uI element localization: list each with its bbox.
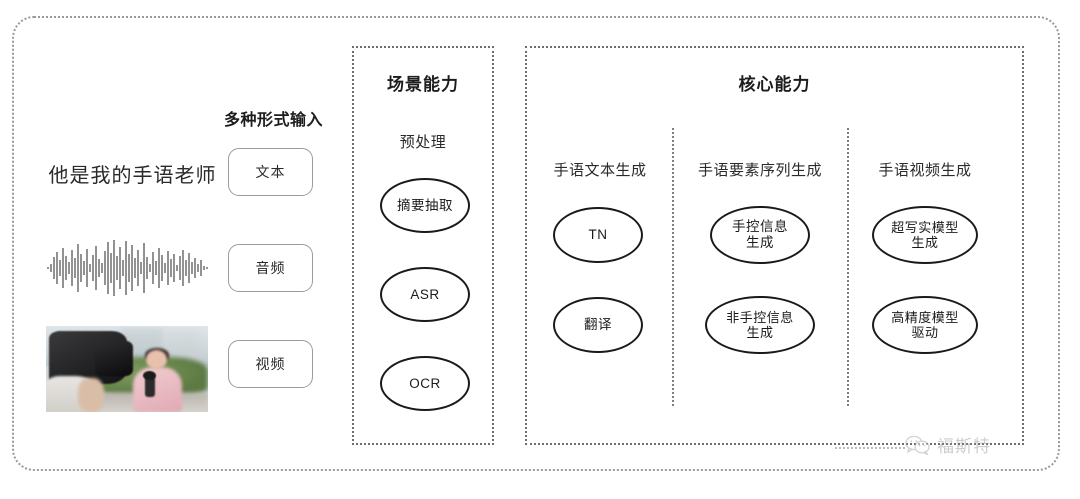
video-thumbnail <box>46 326 208 412</box>
node-line-1: 手控信息 <box>732 219 788 235</box>
modality-box-text[interactable]: 文本 <box>228 148 313 196</box>
core-panel-title: 核心能力 <box>738 75 811 94</box>
node-non-manual-feature-generation[interactable]: 非手控信息 生成 <box>705 296 815 354</box>
core-column-heading-element-sequence: 手语要素序列生成 <box>697 162 822 179</box>
node-line-2: 生成 <box>746 325 774 340</box>
node-asr[interactable]: ASR <box>380 267 470 322</box>
watermark-leader-dots <box>835 447 905 449</box>
wechat-icon <box>905 435 930 455</box>
audio-waveform-icon <box>47 240 208 296</box>
node-line-2: 驱动 <box>911 325 939 340</box>
core-column-heading-video-generation: 手语视频生成 <box>878 162 972 179</box>
node-line-1: 超写实模型 <box>891 219 959 235</box>
node-tn[interactable]: TN <box>553 207 643 263</box>
node-line-2: 生成 <box>746 235 774 250</box>
node-translation[interactable]: 翻译 <box>553 297 643 353</box>
core-column-divider-2 <box>847 128 849 406</box>
node-high-precision-model-driving[interactable]: 高精度模型 驱动 <box>872 296 978 354</box>
scene-panel-subheading: 预处理 <box>399 134 447 151</box>
watermark-text: 福斯特 <box>937 437 991 456</box>
input-panel-heading: 多种形式输入 <box>223 112 323 129</box>
input-sentence-text: 他是我的手语老师 <box>48 165 217 187</box>
node-line-1: 高精度模型 <box>891 309 959 325</box>
modality-box-video[interactable]: 视频 <box>228 340 313 388</box>
watermark: 福斯特 <box>905 432 991 457</box>
scene-capability-panel: 场景能力 预处理 <box>352 46 494 445</box>
node-ocr[interactable]: OCR <box>380 356 470 411</box>
node-line-2: 生成 <box>911 235 939 250</box>
scene-panel-title: 场景能力 <box>387 75 459 94</box>
diagram-outer-frame <box>12 16 1060 471</box>
node-abstract-extraction[interactable]: 摘要抽取 <box>380 178 470 233</box>
node-manual-feature-generation[interactable]: 手控信息 生成 <box>710 206 810 264</box>
core-capability-panel: 核心能力 <box>525 46 1024 445</box>
node-line-1: 非手控信息 <box>726 309 794 325</box>
modality-box-audio[interactable]: 音频 <box>228 244 313 292</box>
node-photoreal-model-generation[interactable]: 超写实模型 生成 <box>872 206 978 264</box>
core-column-divider-1 <box>672 128 674 406</box>
core-column-heading-text: 手语文本生成 <box>553 162 647 179</box>
